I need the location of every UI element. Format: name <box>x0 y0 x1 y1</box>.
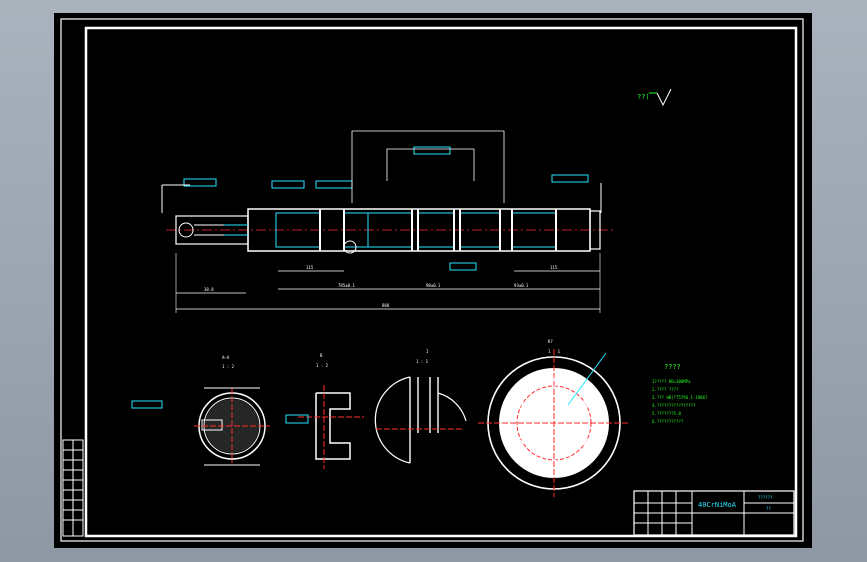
section-a-a: A—A 1 : 2 <box>131 355 270 466</box>
dim-seg2: 785±0.1 <box>338 283 355 288</box>
view-k-title: K? <box>548 339 553 344</box>
detail-i-scale: 1 : 1 <box>416 359 429 364</box>
inner-frame <box>84 26 798 538</box>
title-block: 40CrNiMoA ?????? ?? <box>633 490 795 536</box>
tech-req-line-2: 2.???? ???? <box>652 387 679 392</box>
outer-frame <box>60 18 804 542</box>
section-b: B 1 : 2 <box>285 353 364 469</box>
section-aa-scale: 1 : 2 <box>222 364 235 369</box>
drawing-sheet: ??( <box>54 13 812 548</box>
section-b-title: B <box>320 353 323 358</box>
tech-req-line-1: 1????? HB=300MPa <box>652 379 691 384</box>
tech-req-title: ???? <box>664 363 681 371</box>
technical-requirements: ???? 1????? HB=300MPa 2.???? ???? 3.??? … <box>652 363 708 424</box>
scale-cell: ?? <box>766 506 771 511</box>
dim-seg4: 93±0.1 <box>514 283 529 288</box>
dim-seg6: 115 <box>550 265 558 270</box>
side-stamp-table <box>62 439 84 537</box>
dim-seg5: 115 <box>306 265 314 270</box>
shaft-main-view: 888 38.8 785±0.1 98±0.1 93±0.1 115 115 <box>161 130 614 313</box>
dim-seg3: 98±0.1 <box>426 283 441 288</box>
title-cell: ?????? <box>758 495 773 500</box>
cad-drawing: ??( <box>60 18 804 542</box>
tech-req-line-6: 6.??????????? <box>652 419 684 424</box>
tech-req-line-4: 4.???????????????? <box>652 403 696 408</box>
material-label: 40CrNiMoA <box>698 501 737 509</box>
dim-seg1: 38.8 <box>204 287 214 292</box>
section-b-scale: 1 : 2 <box>316 363 329 368</box>
roughness-note: ??( <box>637 93 650 101</box>
section-aa-title: A—A <box>222 355 230 360</box>
tech-req-line-5: 5.???????5.0 <box>652 411 681 416</box>
tech-req-line-3: 3.??? HB(?T5796.1-1986? <box>652 395 708 400</box>
dim-overall: 888 <box>382 303 390 308</box>
flange-view-k: K? 1 : 1 <box>478 339 630 497</box>
detail-i-title: I <box>426 349 429 354</box>
roughness-symbol: ??( <box>637 88 672 107</box>
detail-i: I 1 : 1 <box>374 349 467 464</box>
